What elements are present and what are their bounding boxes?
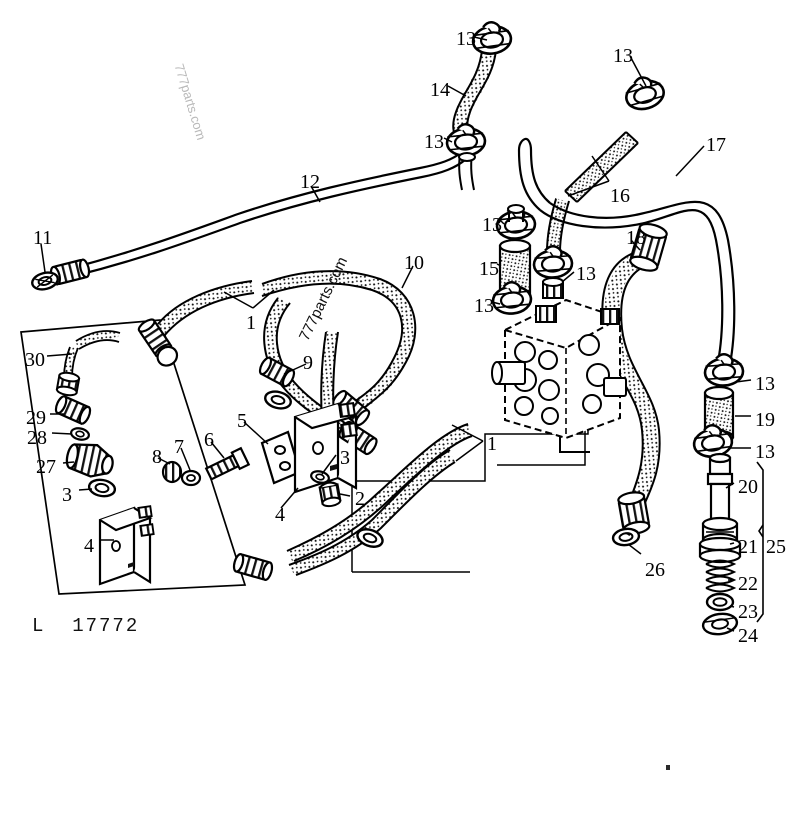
part-1-hose-lower-a	[286, 423, 473, 562]
part-8-nut	[161, 460, 183, 484]
callout-12: 12	[300, 171, 320, 193]
part-11-tube-end-fitting	[29, 257, 92, 294]
part-18-lower-fitting	[617, 491, 651, 535]
part-20-rod	[706, 452, 734, 526]
callout-24: 24	[738, 625, 758, 647]
callout-11: 11	[33, 227, 53, 249]
callout-22: 22	[738, 573, 758, 595]
callout-16: 16	[610, 185, 630, 207]
callout-8: 8	[152, 446, 162, 468]
callout-15: 15	[479, 258, 499, 280]
part-7-washer	[180, 469, 202, 487]
callout-13: 13	[456, 28, 476, 50]
valve-port-stub	[542, 277, 564, 299]
callout-3: 3	[340, 447, 350, 469]
part-4-valve-body-center	[293, 401, 359, 494]
part-17-hose	[517, 137, 736, 365]
callout-3: 3	[62, 484, 72, 506]
callout-13: 13	[613, 45, 633, 67]
callout-7: 7	[174, 436, 184, 458]
part-30-end-fitting	[55, 371, 81, 397]
callout-30: 30	[25, 349, 45, 371]
scan-speck	[666, 765, 670, 770]
callout-9: 9	[303, 352, 313, 374]
part-15-stub	[507, 204, 525, 222]
callout-25: 25	[766, 536, 786, 558]
callout-2: 2	[355, 488, 365, 510]
part-29-fitting	[54, 395, 92, 425]
callout-21: 21	[738, 536, 758, 558]
part-21-nut	[698, 516, 742, 564]
group-frame-left-inset	[20, 319, 247, 595]
bracket-25	[756, 461, 764, 623]
callout-1: 1	[487, 433, 497, 455]
group-frame-center	[351, 424, 589, 573]
part-9-fitting	[258, 356, 296, 388]
group-frame-valve	[497, 424, 586, 466]
callout-17: 17	[706, 134, 726, 156]
part-28-washer	[70, 427, 90, 441]
callout-4: 4	[84, 535, 94, 557]
part-1-hose-fitting-a	[135, 316, 179, 367]
callout-28: 28	[27, 427, 47, 449]
callout-27: 27	[36, 456, 56, 478]
part-18-upper-fitting	[629, 222, 668, 272]
part-1-hose-lower-b	[288, 449, 456, 576]
leader-lines	[40, 36, 752, 632]
callout-20: 20	[738, 476, 758, 498]
part-1-hose-upper-left	[155, 280, 255, 337]
callout-13: 13	[755, 373, 775, 395]
diagram-caption: L 17772	[32, 615, 140, 637]
part-3-seal-inset	[87, 478, 117, 498]
part-3-seal-lower	[310, 470, 330, 484]
callout-26: 26	[645, 559, 665, 581]
part-10-hose	[259, 270, 417, 411]
callout-10: 10	[404, 252, 424, 274]
callout-5: 5	[237, 410, 247, 432]
part-26-seal	[610, 526, 642, 548]
callout-19: 19	[755, 409, 775, 431]
callout-13: 13	[576, 263, 596, 285]
callout-4: 4	[275, 504, 285, 526]
callout-14: 14	[430, 79, 450, 101]
callout-23: 23	[738, 601, 758, 623]
callout-13: 13	[424, 131, 444, 153]
part-2-fitting	[318, 481, 342, 508]
callout-13: 13	[474, 295, 494, 317]
part-14-lower-stub	[458, 152, 476, 191]
callout-6: 6	[204, 429, 214, 451]
callout-13: 13	[482, 214, 502, 236]
part-4-valve-body-inset	[98, 505, 155, 586]
part-5-bracket	[260, 430, 302, 485]
callout-29: 29	[26, 407, 46, 429]
callout-18: 18	[626, 227, 646, 249]
valve-block-assembly	[491, 298, 627, 453]
callout-1: 1	[246, 312, 256, 334]
part-23-washer	[705, 592, 735, 612]
part-6-bolt	[204, 446, 251, 481]
callout-13: 13	[755, 441, 775, 463]
part-27-plug	[65, 443, 114, 478]
